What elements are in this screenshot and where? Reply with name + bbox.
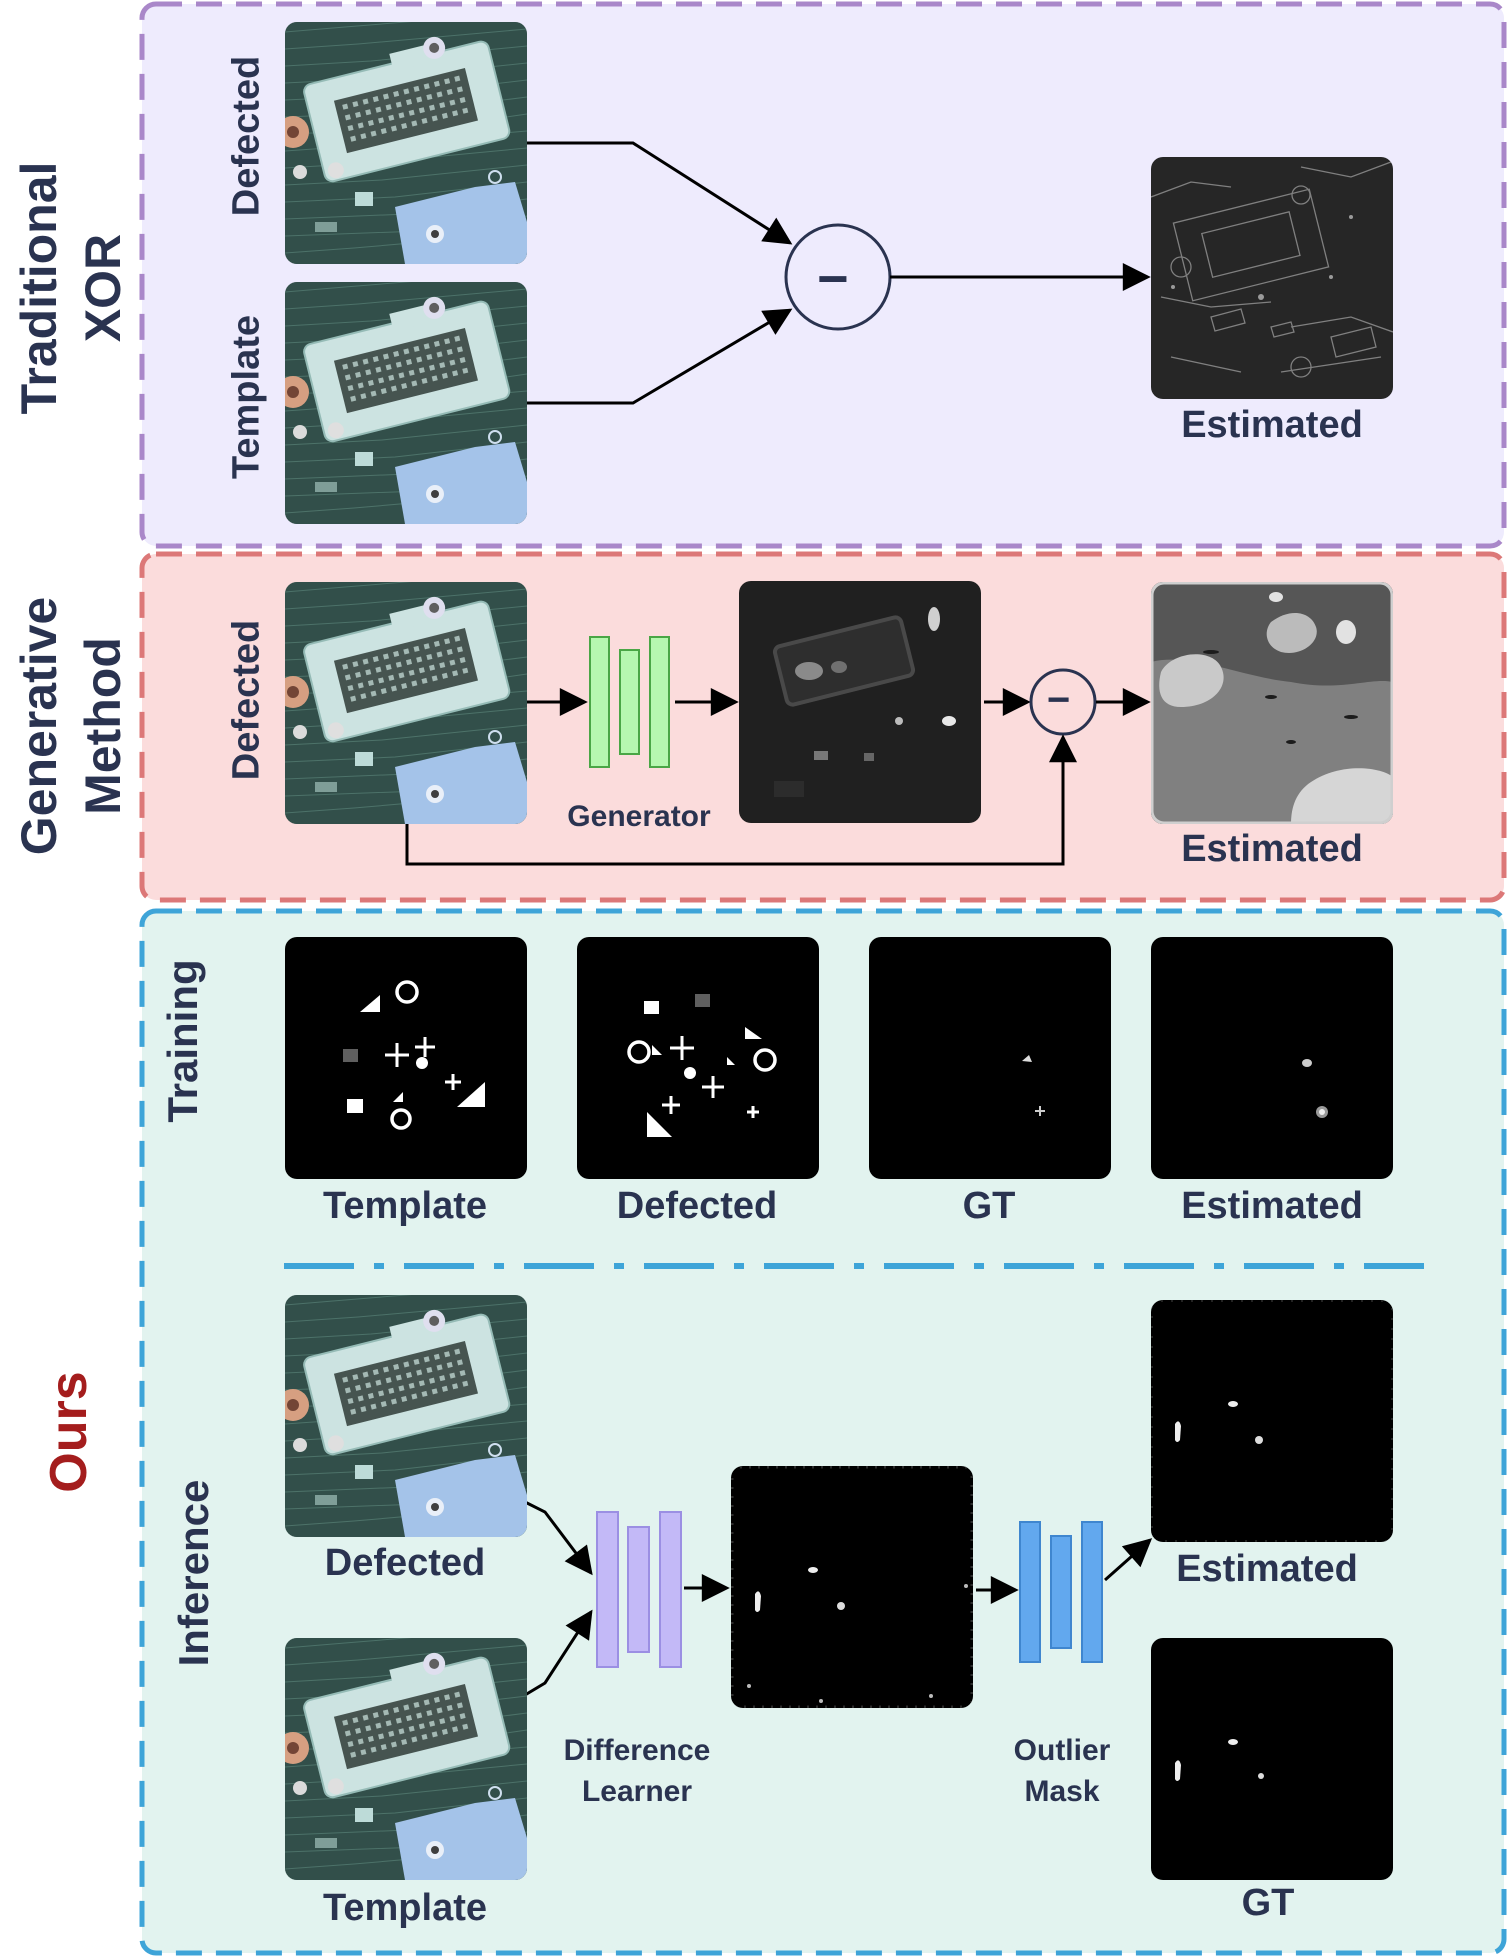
- minus-symbol-generative: −: [1047, 678, 1071, 722]
- arrow-outlier-to-estimated: [1104, 1538, 1153, 1582]
- generator-block-2: [619, 649, 640, 755]
- group-label-traditional-line1: Traditional: [11, 161, 67, 415]
- row-label-inference: Inference: [170, 1479, 217, 1667]
- inference-defected-image: [285, 1295, 527, 1537]
- outlier-mask-block-3: [1081, 1521, 1103, 1663]
- generator-block-1: [589, 636, 610, 768]
- outlier-mask-line1: Outlier: [1013, 1734, 1111, 1767]
- label-template-inference: Template: [322, 1887, 488, 1929]
- label-defected: Defected: [225, 55, 268, 217]
- arrow-defected-to-minus: [525, 141, 793, 245]
- difference-learner-line1: Difference: [563, 1734, 711, 1767]
- pcb-defected-image-generative: [285, 582, 527, 824]
- difference-learner-line2: Learner: [581, 1775, 693, 1808]
- training-defected-image: [577, 937, 819, 1179]
- label-template: Template: [225, 314, 268, 480]
- label-generator: Generator: [567, 800, 711, 833]
- label-gt-inference: GT: [1241, 1882, 1295, 1924]
- minus-operator-generative: [1029, 668, 1097, 736]
- arrow-template-to-minus: [525, 308, 793, 405]
- difference-learner-block-1: [596, 1511, 619, 1668]
- label-gt-training: GT: [962, 1185, 1016, 1227]
- group-label-ours: Ours: [40, 1371, 98, 1493]
- label-estimated-inference: Estimated: [1176, 1548, 1358, 1590]
- label-defected-training: Defected: [616, 1185, 778, 1227]
- outlier-mask-line2: Mask: [1024, 1775, 1100, 1808]
- label-estimated-generative: Estimated: [1181, 828, 1363, 870]
- training-estimated-image: [1151, 937, 1393, 1179]
- training-gt-image: [869, 937, 1111, 1179]
- label-outlier-mask: Outlier Mask: [976, 1730, 1148, 1812]
- training-template-image: [285, 937, 527, 1179]
- arrow-skip-connection: [405, 734, 1077, 866]
- arrow-inf-template-to-learner: [524, 1609, 593, 1697]
- xor-estimated-image: [1151, 157, 1393, 399]
- generator-block-3: [649, 636, 670, 768]
- row-label-training: Training: [159, 959, 206, 1123]
- label-estimated-traditional: Estimated: [1181, 404, 1363, 446]
- label-estimated-training: Estimated: [1181, 1185, 1363, 1227]
- outlier-mask-block-2: [1050, 1535, 1072, 1649]
- group-label-generative-line1: Generative: [11, 596, 67, 856]
- inference-template-image: [285, 1638, 527, 1880]
- pcb-template-image: [285, 282, 527, 524]
- inference-gt-image: [1151, 1638, 1393, 1880]
- label-template-training: Template: [322, 1185, 488, 1227]
- label-difference-learner: Difference Learner: [552, 1730, 722, 1812]
- arrow-inf-defected-to-learner: [524, 1500, 593, 1576]
- minus-symbol-traditional: −: [817, 249, 849, 309]
- outlier-mask-block-1: [1019, 1521, 1041, 1663]
- difference-learner-block-3: [659, 1511, 682, 1668]
- label-defected-generative: Defected: [225, 619, 268, 781]
- difference-map-image: [731, 1466, 973, 1708]
- label-defected-inference: Defected: [324, 1542, 486, 1584]
- generative-estimated-image: [1151, 582, 1393, 824]
- pcb-defected-image: [285, 22, 527, 264]
- inference-estimated-image: [1151, 1300, 1393, 1542]
- generator-output-image: [739, 581, 981, 823]
- difference-learner-block-2: [627, 1526, 650, 1653]
- group-label-generative-line2: Method: [75, 637, 131, 815]
- group-label-traditional-line2: XOR: [75, 233, 131, 343]
